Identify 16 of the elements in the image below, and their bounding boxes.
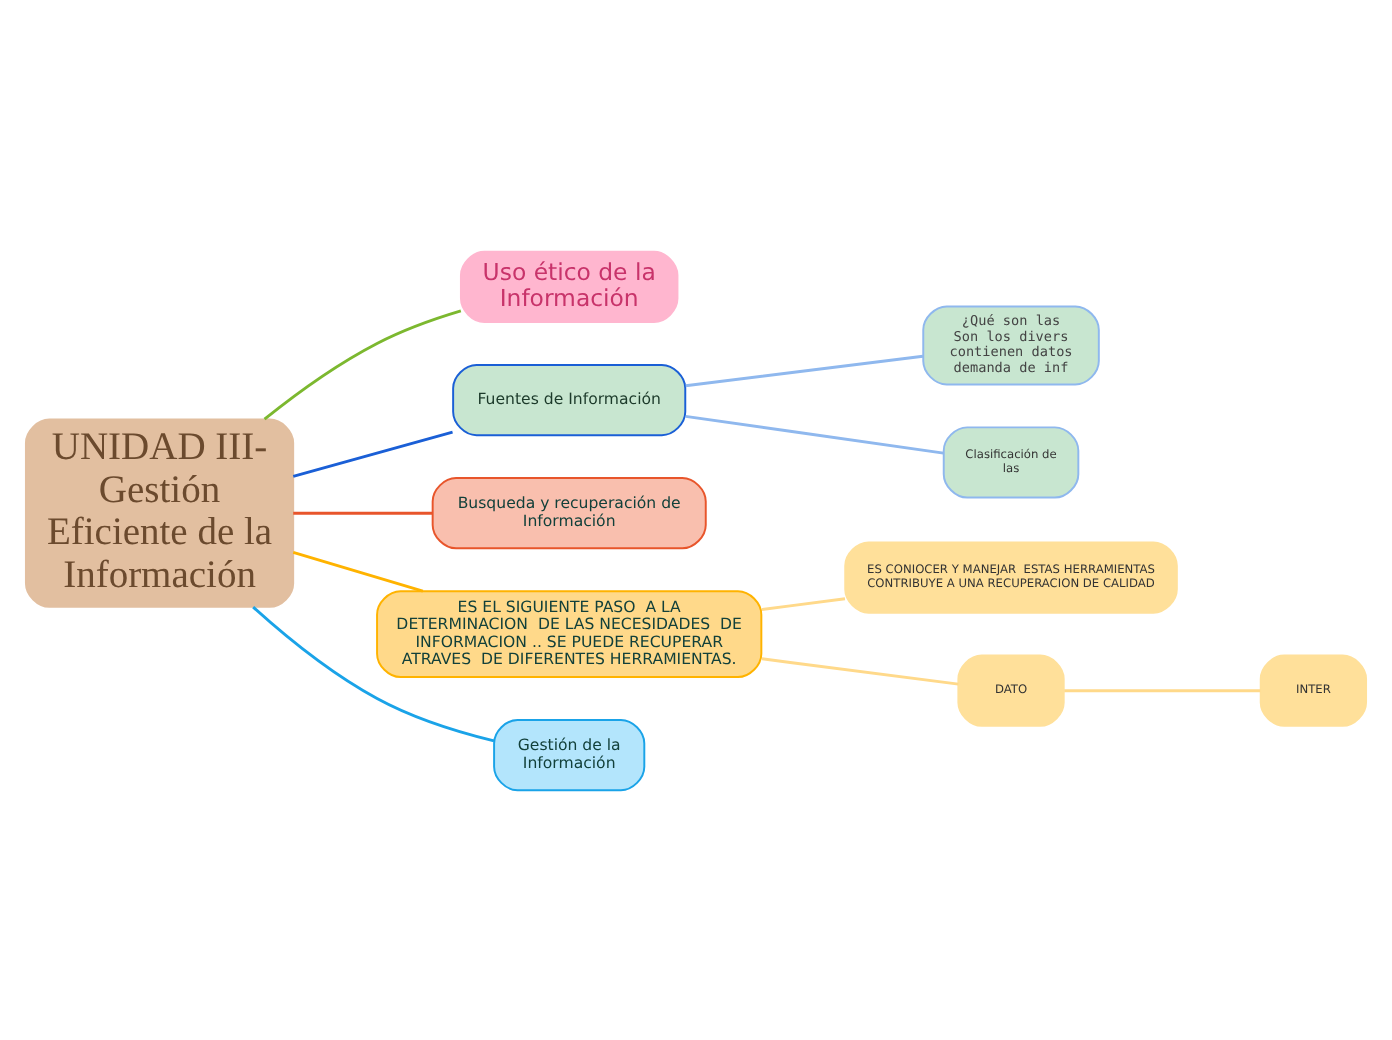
- node-box: Gestión de la Información: [493, 718, 646, 791]
- connector: [292, 550, 424, 592]
- connector: [263, 308, 462, 420]
- node-box: Uso ético de la Información: [459, 249, 679, 322]
- node-box: Busqueda y recuperación de Información: [431, 476, 707, 549]
- connector: [1064, 688, 1261, 692]
- connector: [761, 596, 846, 610]
- connector: [761, 656, 959, 685]
- connector: [685, 413, 944, 454]
- node-box: ES EL SIGUIENTE PASO A LA DETERMINACION DE LAS NECESIDADES DE INFORMACION .. SE PUEDE RECUPERAR ATRAVES DE DIFERENTES HERRAMIENTAS.: [376, 589, 763, 678]
- node-box: Fuentes de Información: [452, 362, 687, 436]
- node-box: UNIDAD III- Gestión Eficiente de la Información: [24, 417, 295, 607]
- connector: [685, 353, 924, 387]
- connector: [293, 510, 432, 514]
- connector: [252, 604, 495, 742]
- connector: [292, 429, 453, 477]
